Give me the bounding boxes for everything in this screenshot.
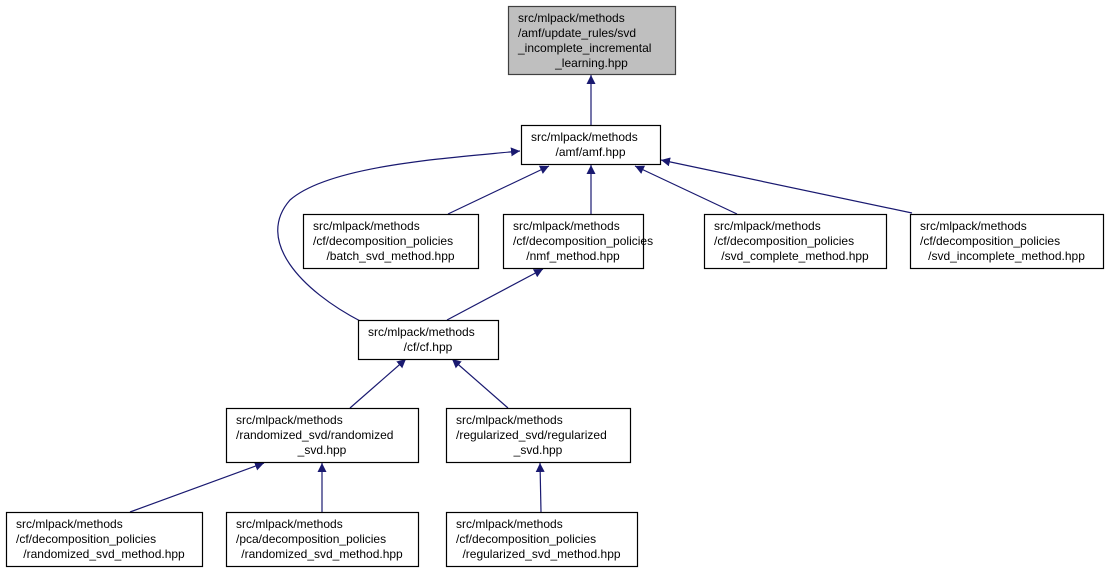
node-label-line: src/mlpack/methods [313,219,420,233]
edge-regsvd-to-cf [451,358,509,409]
node-label-line: _incomplete_incremental [517,41,651,55]
node-label-line: /regularized_svd_method.hpp [462,547,620,561]
node-label-line: /nmf_method.hpp [526,249,620,263]
node-label-line: /cf/decomposition_policies [513,234,653,248]
edge-svdi-to-amf [660,157,913,214]
node-label-line: /cf/cf.hpp [404,340,453,354]
node-label-line: /randomized_svd_method.hpp [23,547,185,561]
node-box [507,5,677,76]
node-batch[interactable]: src/mlpack/methods/cf/decomposition_poli… [302,213,480,270]
node-label-line: _svd.hpp [297,443,347,457]
node-label-line: /cf/decomposition_policies [313,234,453,248]
node-label-line: src/mlpack/methods [513,219,620,233]
node-label-line: _learning.hpp [554,56,628,70]
edge-cfregm-to-regsvd [535,462,545,513]
node-box [357,319,500,361]
node-box [5,511,204,568]
node-root: src/mlpack/methods/amf/update_rules/svd_… [507,5,677,76]
node-label-line: /cf/decomposition_policies [714,234,854,248]
node-label-line: src/mlpack/methods [368,325,475,339]
node-cfrsvdm[interactable]: src/mlpack/methods/cf/decomposition_poli… [5,511,204,568]
node-label-line: src/mlpack/methods [236,517,343,531]
node-box [445,407,632,464]
node-box [225,511,420,568]
node-label-line: /svd_incomplete_method.hpp [928,249,1085,263]
node-box [225,407,420,464]
edge-cfrsvdm-to-rsvd [129,461,265,513]
node-label-line: /svd_complete_method.hpp [721,249,869,263]
node-label-line: /batch_svd_method.hpp [326,249,454,263]
node-label-line: _svd.hpp [513,443,563,457]
node-label-line: /cf/decomposition_policies [456,532,596,546]
node-label-line: src/mlpack/methods [518,11,625,25]
node-box [445,511,639,568]
node-cfregm[interactable]: src/mlpack/methods/cf/decomposition_poli… [445,511,639,568]
edge-cf-to-amf [277,147,521,323]
node-label-line: src/mlpack/methods [236,413,343,427]
node-label-line: /cf/decomposition_policies [920,234,1060,248]
node-label-line: /pca/decomposition_policies [236,532,386,546]
node-label-line: /randomized_svd/randomized [236,428,393,442]
node-box [520,124,662,166]
node-label-line: src/mlpack/methods [714,219,821,233]
node-regsvd[interactable]: src/mlpack/methods/regularized_svd/regul… [445,407,632,464]
node-label-line: src/mlpack/methods [456,413,563,427]
node-label-line: /amf/update_rules/svd [518,26,636,40]
edge-svdc-to-amf [634,165,738,215]
node-label-line: src/mlpack/methods [920,219,1027,233]
node-nmf[interactable]: src/mlpack/methods/cf/decomposition_poli… [502,213,654,270]
node-label-line: src/mlpack/methods [456,517,563,531]
node-box [909,213,1105,270]
edge-batch-to-amf [447,165,550,215]
node-box [302,213,480,270]
node-label-line: src/mlpack/methods [531,130,638,144]
node-label-line: src/mlpack/methods [16,517,123,531]
node-rsvd[interactable]: src/mlpack/methods/randomized_svd/random… [225,407,420,464]
edge-cf-to-nmf [446,268,544,321]
node-svdi[interactable]: src/mlpack/methods/cf/decomposition_poli… [909,213,1105,270]
edge-rsvd-to-cf [349,358,407,409]
node-label-line: /amf/amf.hpp [555,145,625,159]
node-svdc[interactable]: src/mlpack/methods/cf/decomposition_poli… [703,213,888,270]
node-label-line: /cf/decomposition_policies [16,532,156,546]
node-label-line: /randomized_svd_method.hpp [241,547,403,561]
node-amf[interactable]: src/mlpack/methods/amf/amf.hpp [520,124,662,166]
node-label-line: /regularized_svd/regularized [456,428,607,442]
node-box [703,213,888,270]
node-box [502,213,645,270]
node-cf[interactable]: src/mlpack/methods/cf/cf.hpp [357,319,500,361]
node-pcarsvdm[interactable]: src/mlpack/methods/pca/decomposition_pol… [225,511,420,568]
